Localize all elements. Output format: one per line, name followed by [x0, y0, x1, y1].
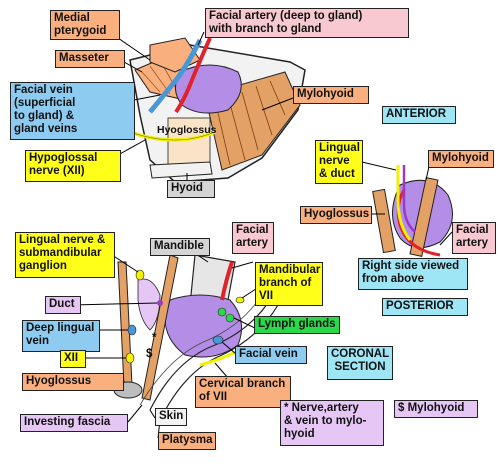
label-medial-pterygoid: Medial pterygoid — [50, 10, 120, 40]
label-facial-artery-top: Facial artery (deep to gland) with branc… — [205, 8, 409, 38]
hyoglossus-lateral — [167, 117, 211, 171]
label-anterior: ANTERIOR — [382, 106, 456, 124]
label-mandibular-branch-vii: Mandibular branch of VII — [255, 262, 323, 306]
label-duct: Duct — [45, 296, 81, 314]
hyoglossus-superior — [372, 188, 396, 254]
label-facial-artery-coronal: Facial artery — [232, 222, 274, 254]
label-hyoglossus-inner: Hyoglossus — [157, 124, 217, 136]
label-posterior: POSTERIOR — [382, 298, 468, 316]
lymph-gland-2 — [225, 313, 235, 323]
label-deep-lingual-vein: Deep lingual vein — [22, 320, 100, 352]
label-coronal-section: CORONAL SECTION — [327, 346, 393, 380]
xii-nerve-coronal — [125, 352, 135, 364]
leader-lines-top — [117, 31, 294, 180]
lateral-view-drawing — [124, 37, 306, 183]
label-lymph-glands: Lymph glands — [254, 316, 340, 334]
hyoid-bone-lateral — [149, 161, 213, 179]
duct-superior — [402, 165, 416, 233]
label-right-side-viewed: Right side viewed from above — [358, 258, 468, 290]
label-skin: Skin — [155, 408, 187, 426]
star-marker: * — [152, 332, 157, 344]
label-mylohyoid-right: Mylohyoid — [428, 150, 494, 168]
label-hyoglossus-coronal: Hyoglossus — [22, 373, 124, 391]
label-mylohyoid-top: Mylohyoid — [293, 86, 369, 104]
lingual-nerve-superior — [396, 165, 412, 241]
facial-vein-coronal — [212, 335, 224, 345]
label-investing-fascia: Investing fascia — [20, 414, 128, 432]
facial-artery-lateral — [174, 37, 212, 114]
hyoglossus-coronal — [117, 261, 133, 387]
superior-view-drawing — [372, 165, 453, 257]
submandibular-gland-coronal — [164, 294, 243, 358]
mandibular-branch-vii — [235, 296, 245, 304]
label-cervical-branch-vii: Cervical branch of VII — [195, 376, 291, 408]
label-lingual-nerve-ganglion: Lingual nerve & submandibular ganglion — [15, 232, 115, 278]
label-lingual-nerve-duct: Lingual nerve & duct — [315, 140, 363, 184]
label-nerve-note: * Nerve,artery & vein to mylo- hyoid — [280, 400, 384, 446]
sublingual-region — [137, 278, 161, 331]
duct-coronal — [157, 300, 163, 306]
deep-lingual-vein-coronal — [127, 324, 137, 336]
label-facial-vein-top: Facial vein (superficial to gland) & gla… — [10, 82, 135, 140]
label-mylohyoid-note: $ Mylohyoid — [394, 400, 478, 418]
dollar-marker: $ — [146, 348, 153, 360]
facial-vein-lateral — [148, 38, 203, 114]
label-facial-artery-right: Facial artery — [452, 222, 496, 254]
facial-artery-coronal — [220, 261, 234, 301]
label-hyoid: Hyoid — [167, 180, 215, 198]
submandibular-gland-lateral — [175, 64, 242, 114]
label-hypoglossal-nerve: Hypoglossal nerve (XII) — [25, 150, 121, 182]
lymph-gland-1 — [217, 307, 227, 317]
facial-artery-superior — [396, 189, 441, 257]
label-masseter: Masseter — [55, 50, 125, 68]
label-mandible: Mandible — [150, 238, 210, 256]
lingual-nerve-coronal — [135, 269, 145, 281]
label-facial-vein-coronal: Facial vein — [235, 346, 307, 364]
label-hyoglossus-right: Hyoglossus — [300, 206, 372, 224]
label-xii: XII — [60, 350, 86, 368]
investing-fascia-line — [139, 294, 263, 406]
mylohyoid-superior — [409, 177, 439, 257]
label-platysma: Platysma — [158, 432, 216, 450]
mylohyoid-coronal — [141, 254, 179, 401]
